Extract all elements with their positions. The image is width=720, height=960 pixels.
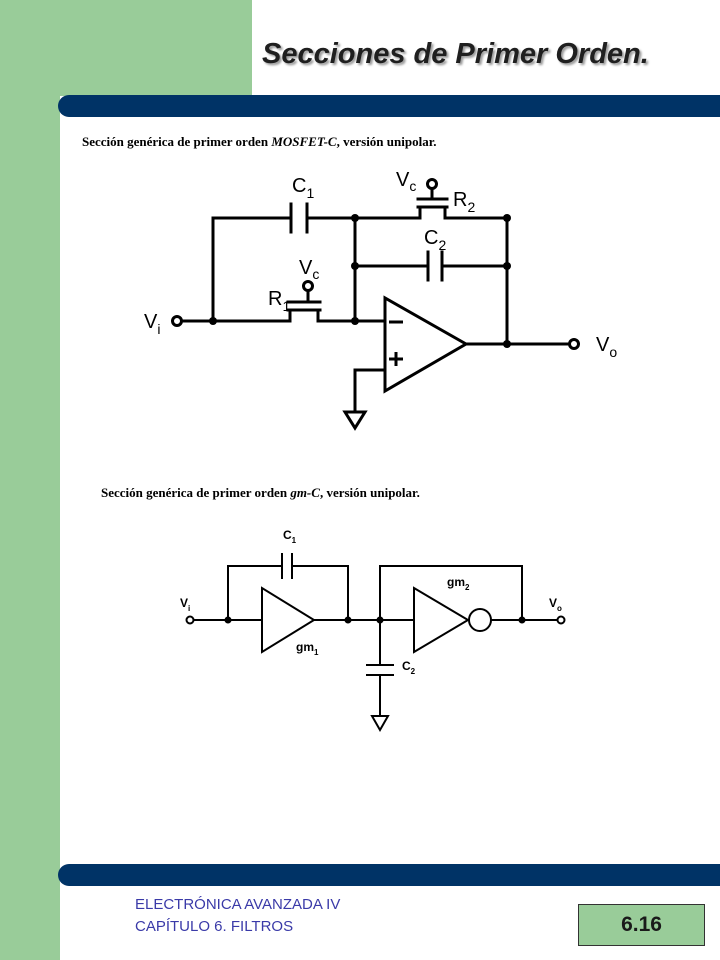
footer-line-2: CAPÍTULO 6. FILTROS (135, 918, 294, 935)
footer-text: ELECTRÓNICA AVANZADA IV CAPÍTULO 6. FILT… (135, 894, 340, 938)
vo-terminal-2 (556, 615, 566, 625)
circuit1-caption: Sección genérica de primer orden MOSFET-… (82, 134, 437, 149)
vc-terminal-top (426, 178, 438, 190)
title-notch-band (60, 0, 252, 96)
ground-symbol-2 (370, 715, 390, 733)
label-r2: R2 (453, 189, 475, 215)
label-vo-1: Vo (596, 334, 617, 360)
top-bar-tab (70, 117, 92, 127)
label-c1-2: C1 (283, 528, 297, 545)
label-gm1: gm1 (296, 640, 319, 657)
page-number-box: 6.16 (578, 904, 705, 946)
vc-terminal-mid (302, 280, 314, 292)
top-divider-bar (58, 95, 720, 117)
gm1-triangle (261, 586, 316, 654)
label-c2-2: C2 (402, 659, 416, 676)
label-r1: R1 (268, 288, 290, 314)
footer-line-1: ELECTRÓNICA AVANZADA IV (135, 896, 341, 913)
label-gm2: gm2 (447, 575, 470, 592)
circuit2-junctions (224, 616, 526, 624)
circuit2-gm-c (185, 553, 566, 733)
circuit1-junctions (209, 214, 511, 348)
circuit1-mosfet-c (171, 178, 580, 431)
opamp-triangle (383, 295, 470, 394)
label-vi-1: Vi (144, 311, 160, 337)
label-vo-2: Vo (549, 596, 562, 613)
ground-symbol-1 (342, 410, 368, 431)
slide-title: Secciones de Primer Orden. (262, 38, 649, 70)
circuit2-caption: Sección genérica de primer orden gm-C, v… (101, 485, 420, 500)
vi-terminal-2 (185, 615, 195, 625)
vi-terminal-1 (171, 315, 183, 327)
label-vc-mid: Vc (299, 257, 319, 282)
label-c2: C2 (424, 227, 446, 253)
gm2-triangle (413, 586, 470, 654)
page-number: 6.16 (621, 913, 662, 936)
label-c1: C1 (292, 175, 314, 201)
label-vc-top: Vc (396, 169, 416, 194)
left-sidebar-band (0, 0, 60, 960)
opamp-signs (389, 320, 403, 366)
bottom-bar-tab (70, 886, 92, 896)
gm2-output-circle (468, 608, 492, 632)
label-vi-2: Vi (180, 596, 190, 613)
vo-terminal-1 (568, 338, 580, 350)
bottom-divider-bar (58, 864, 720, 886)
